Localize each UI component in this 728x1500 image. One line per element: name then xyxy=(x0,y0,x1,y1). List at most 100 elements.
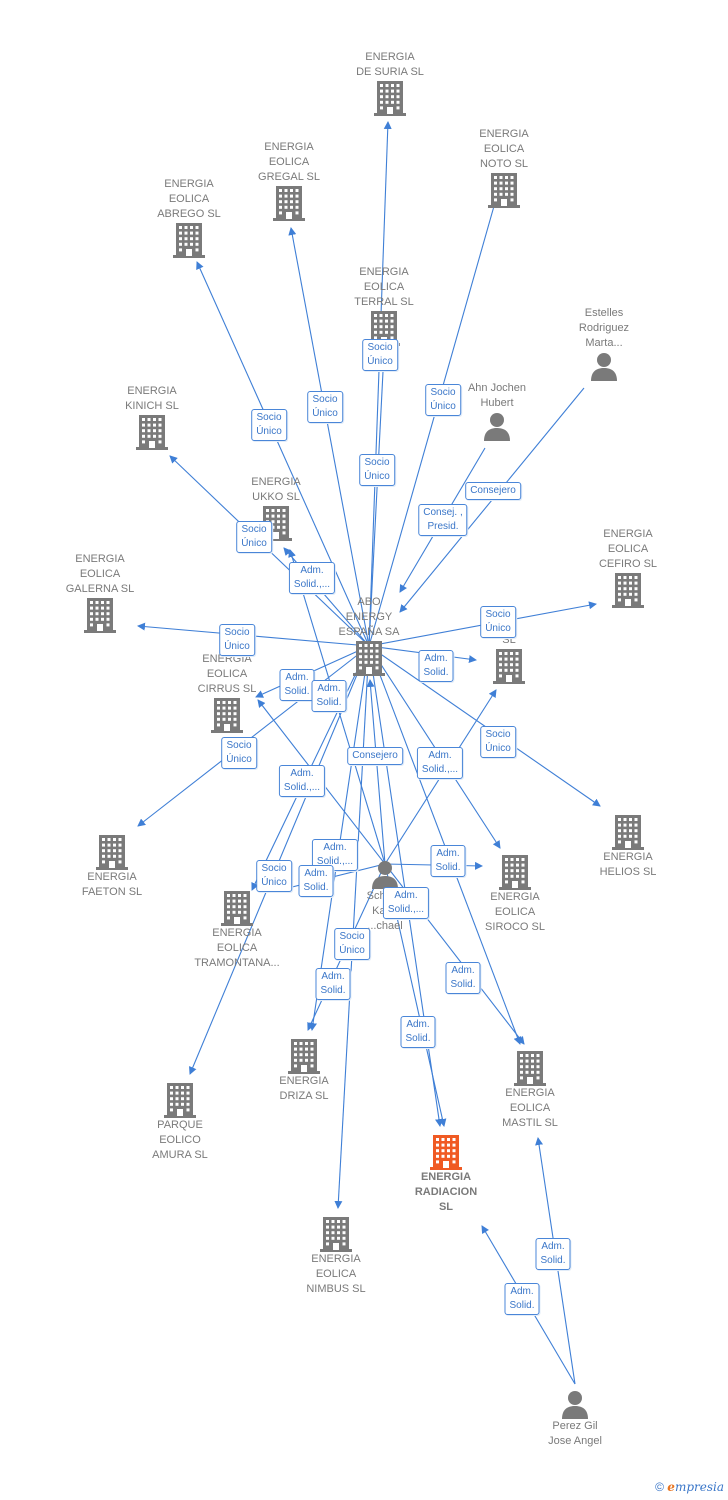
building-icon xyxy=(167,697,287,733)
node-label: ENERGIA EOLICA TRAMONTANA... xyxy=(194,927,280,969)
node-label: ENERGIA EOLICA ABREGO SL xyxy=(157,178,221,220)
building-icon xyxy=(568,814,688,850)
node-terral[interactable]: ENERGIA EOLICA TERRAL SL xyxy=(324,265,444,346)
node-gregal[interactable]: ENERGIA EOLICA GREGAL SL xyxy=(229,140,349,221)
relationship-badge[interactable]: Adm. Solid. xyxy=(535,1238,571,1270)
building-icon xyxy=(92,414,212,450)
node-label: ENERGIA EOLICA MASTIL SL xyxy=(502,1087,558,1129)
node-mastil[interactable]: ENERGIA EOLICA MASTIL SL xyxy=(470,1050,590,1131)
node-siroco[interactable]: ENERGIA EOLICA SIROCO SL xyxy=(455,854,575,935)
relationship-badge[interactable]: Adm. Solid. xyxy=(298,865,334,897)
edge-abo-to-faeton xyxy=(137,645,370,827)
person-icon xyxy=(544,351,664,381)
relationship-badge[interactable]: Adm. Solid.,... xyxy=(416,747,464,779)
relationship-badge[interactable]: Adm. Solid. xyxy=(418,650,454,682)
node-label: ENERGIA EOLICA TERRAL SL xyxy=(354,266,414,308)
relationship-badge[interactable]: Socio Único xyxy=(359,454,395,486)
node-kinich[interactable]: ENERGIA KINICH SL xyxy=(92,384,212,450)
edge-abo-to-gregal xyxy=(288,227,370,647)
node-cirrus[interactable]: ENERGIA EOLICA CIRRUS SL xyxy=(167,652,287,733)
edge-abo-to-driza xyxy=(309,645,370,1031)
node-label: ENERGIA EOLICA SIROCO SL xyxy=(485,891,545,933)
node-abo[interactable]: ABO ENERGY ESPAÑA SA xyxy=(309,595,429,676)
node-driza[interactable]: ENERGIA DRIZA SL xyxy=(244,1038,364,1104)
relationship-badge[interactable]: Adm. Solid. xyxy=(445,962,481,994)
relationship-badge[interactable]: Consejero xyxy=(465,482,521,500)
node-label: ENERGIA EOLICA GREGAL SL xyxy=(258,141,320,183)
node-label: Perez Gil Jose Angel xyxy=(548,1420,602,1447)
relationship-badge[interactable]: Socio Único xyxy=(307,391,343,423)
relationship-badge[interactable]: Consejero xyxy=(347,747,403,765)
relationship-badge[interactable]: Socio Único xyxy=(221,737,257,769)
relationship-badge[interactable]: Adm. Solid.,... xyxy=(278,765,326,797)
person-icon xyxy=(515,1389,635,1419)
relationship-badge[interactable]: Socio Único xyxy=(425,384,461,416)
relationship-badge[interactable]: Socio Único xyxy=(362,339,398,371)
node-label: ENERGIA KINICH SL xyxy=(125,385,179,412)
node-label: ENERGIA EOLICA CEFIRO SL xyxy=(598,528,658,570)
relationship-badge[interactable]: Socio Único xyxy=(334,928,370,960)
node-estelles[interactable]: Estelles Rodriguez Marta... xyxy=(544,306,664,381)
node-ukko[interactable]: ENERGIA UKKO SL xyxy=(216,475,336,541)
node-cefiro[interactable]: ENERGIA EOLICA CEFIRO SL xyxy=(568,527,688,608)
node-faeton[interactable]: ENERGIA FAETON SL xyxy=(52,834,172,900)
relationship-badge[interactable]: Socio Único xyxy=(480,726,516,758)
relationship-badge[interactable]: Socio Único xyxy=(256,860,292,892)
node-label: Estelles Rodriguez Marta... xyxy=(578,307,630,349)
node-label: ENERGIA DRIZA SL xyxy=(279,1075,329,1102)
person-icon xyxy=(437,411,557,441)
building-icon xyxy=(386,1134,506,1170)
node-label: Ahn Jochen Hubert xyxy=(467,382,527,409)
building-icon xyxy=(309,640,429,676)
node-radiacion[interactable]: ENERGIA RADIACION SL xyxy=(386,1134,506,1215)
node-helios[interactable]: ENERGIA HELIOS SL xyxy=(568,814,688,880)
edge-schlager-to-abo xyxy=(366,679,386,865)
relationship-badge[interactable]: Adm. Solid. xyxy=(315,968,351,1000)
node-label: ENERGIA EOLICA NOTO SL xyxy=(479,128,529,170)
relationship-badge[interactable]: Socio Único xyxy=(480,606,516,638)
building-icon xyxy=(330,80,450,116)
building-icon xyxy=(455,854,575,890)
node-galerna[interactable]: ENERGIA EOLICA GALERNA SL xyxy=(40,552,160,633)
node-nimbus[interactable]: ENERGIA EOLICA NIMBUS SL xyxy=(276,1216,396,1297)
building-icon xyxy=(216,505,336,541)
relationship-badge[interactable]: Adm. Solid. xyxy=(311,680,347,712)
building-icon xyxy=(276,1216,396,1252)
node-amura[interactable]: PARQUE EOLICO AMURA SL xyxy=(120,1082,240,1163)
node-suria[interactable]: ENERGIA DE SURIA SL xyxy=(330,50,450,116)
relationship-badge[interactable]: Adm. Solid.,... xyxy=(288,562,336,594)
relationship-badge[interactable]: Socio Único xyxy=(219,624,255,656)
node-label: ENERGIA DE SURIA SL xyxy=(356,51,424,78)
relationship-badge[interactable]: Adm. Solid. xyxy=(430,845,466,877)
building-icon xyxy=(449,648,569,684)
node-tramontana[interactable]: ENERGIA EOLICA TRAMONTANA... xyxy=(177,890,297,971)
person-icon xyxy=(325,859,445,889)
building-icon xyxy=(40,597,160,633)
node-perez[interactable]: Perez Gil Jose Angel xyxy=(515,1389,635,1449)
footer-brand[interactable]: © empresia xyxy=(655,1480,724,1494)
edge-abo-to-nimbus xyxy=(334,645,370,1209)
building-icon xyxy=(244,1038,364,1074)
relationship-badge[interactable]: Adm. Solid.,... xyxy=(382,887,430,919)
relationship-badge[interactable]: Adm. Solid.,... xyxy=(311,839,359,871)
building-icon xyxy=(229,185,349,221)
node-noto[interactable]: ENERGIA EOLICA NOTO SL xyxy=(444,127,564,208)
relationship-badge[interactable]: Adm. Solid. xyxy=(504,1283,540,1315)
relationship-badge[interactable]: Consej. , Presid. xyxy=(418,504,468,536)
node-label: ENERGIA EOLICA GALERNA SL xyxy=(65,553,135,595)
relationship-badge[interactable]: Socio Único xyxy=(236,521,272,553)
building-icon xyxy=(120,1082,240,1118)
relationship-badge[interactable]: Adm. Solid. xyxy=(279,669,315,701)
node-abrego[interactable]: ENERGIA EOLICA ABREGO SL xyxy=(129,177,249,258)
node-label: ENERGIA EOLICA CIRRUS SL xyxy=(197,653,257,695)
relationship-badge[interactable]: Adm. Solid. xyxy=(400,1016,436,1048)
building-icon xyxy=(444,172,564,208)
node-label: ENERGIA RADIACION SL xyxy=(414,1171,478,1213)
building-icon xyxy=(129,222,249,258)
edge-abo-to-terral xyxy=(368,351,388,647)
edge-abo-to-suria xyxy=(368,121,392,647)
relationship-badge[interactable]: Socio Único xyxy=(251,409,287,441)
node-ahn[interactable]: Ahn Jochen Hubert xyxy=(437,381,557,441)
node-label: ENERGIA UKKO SL xyxy=(251,476,301,503)
building-icon xyxy=(470,1050,590,1086)
